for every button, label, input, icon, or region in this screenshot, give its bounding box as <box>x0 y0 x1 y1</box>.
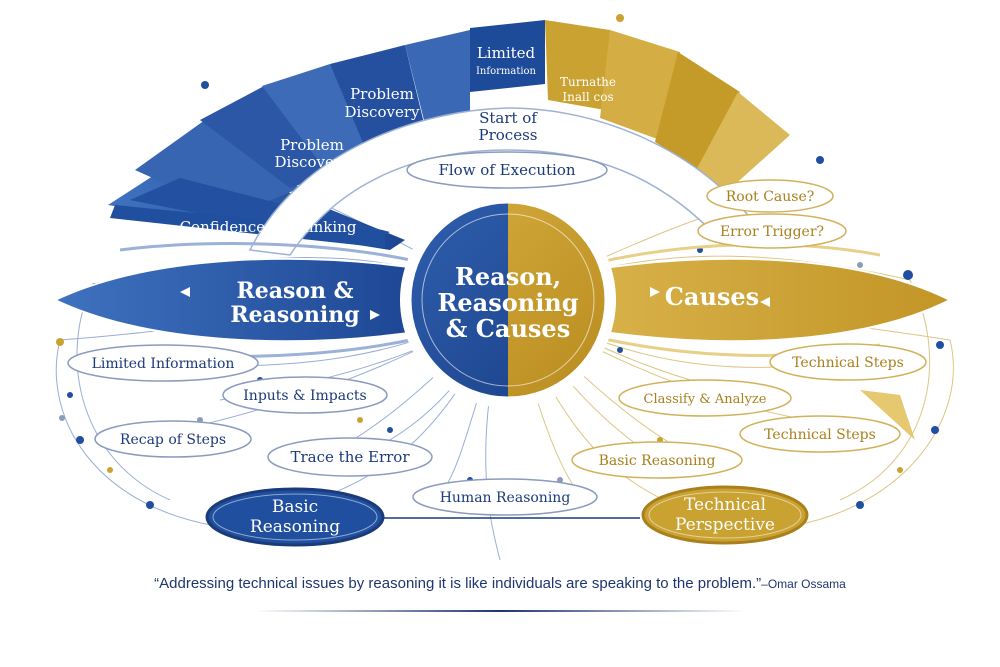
problem-discovery-1-line2: Discovery <box>275 153 350 171</box>
top-arc-gold <box>545 20 790 198</box>
problem-discovery-2-line2: Discovery <box>345 103 420 121</box>
left-wing-label-line2: Reasoning <box>230 302 359 328</box>
problem-discovery-1-line1: Problem <box>280 136 344 154</box>
bubble-technical-steps-2: Technical Steps <box>739 415 901 453</box>
bubble-technical-steps-1: Technical Steps <box>769 343 927 381</box>
root-cause-label: Root Cause? <box>726 189 815 205</box>
left-wing-label-line1: Reason & <box>236 278 353 304</box>
arrow-marks <box>180 287 770 320</box>
start-of-process-line2: Process <box>479 126 538 144</box>
recap-of-steps-label: Recap of Steps <box>120 432 226 448</box>
limited-information-label: Limited Information <box>92 356 235 372</box>
center-title-line2: Reasoning <box>437 288 578 317</box>
bubble-flow-of-execution: Flow of Execution <box>406 151 608 189</box>
right-arc-label-line1: Turnathe <box>560 75 616 89</box>
start-of-process-line1: Start of <box>479 109 538 127</box>
human-reasoning-label: Human Reasoning <box>440 490 571 506</box>
center-title-line3: & Causes <box>446 314 570 343</box>
inputs-impacts-label: Inputs & Impacts <box>243 388 366 404</box>
quote-text: “Addressing technical issues by reasonin… <box>154 575 762 592</box>
error-trigger-label: Error Trigger? <box>720 224 824 240</box>
limited-information-top-line2: Information <box>476 66 537 77</box>
bubble-limited-information: Limited Information <box>67 344 259 382</box>
trace-the-error-label: Trace the Error <box>291 448 411 466</box>
classify-analyze-label: Classify & Analyze <box>644 392 767 407</box>
bubble-root-cause: Root Cause? <box>706 179 834 213</box>
center-title-line1: Reason, <box>455 262 561 291</box>
quote: “Addressing technical issues by reasonin… <box>0 575 1000 592</box>
basic-reasoning-right-label: Basic Reasoning <box>599 453 716 469</box>
bubble-recap-of-steps: Recap of Steps <box>94 420 252 458</box>
technical-perspective-line2: Perspective <box>675 515 775 535</box>
quote-underline <box>255 610 745 612</box>
problem-discovery-2-line1: Problem <box>350 85 414 103</box>
bubble-trace-the-error: Trace the Error <box>267 437 433 477</box>
basic-reasoning-line1: Basic <box>272 497 318 517</box>
right-arc-label-line2: Inall cos <box>562 90 613 104</box>
technical-steps-2-label: Technical Steps <box>764 427 876 443</box>
technical-perspective-line1: Technical <box>684 495 766 515</box>
badge-basic-reasoning: Basic Reasoning <box>205 487 385 547</box>
center-hub <box>400 192 616 408</box>
bubble-human-reasoning: Human Reasoning <box>412 478 598 516</box>
bubble-error-trigger: Error Trigger? <box>697 213 847 249</box>
flow-of-execution-label: Flow of Execution <box>438 161 575 179</box>
right-wing-label: Causes <box>665 282 759 311</box>
bubble-inputs-impacts: Inputs & Impacts <box>222 376 388 414</box>
technical-steps-1-label: Technical Steps <box>792 355 904 371</box>
confidence-label: Confidence in Thinking <box>180 218 357 236</box>
badge-technical-perspective: Technical Perspective <box>641 485 809 545</box>
basic-reasoning-line2: Reasoning <box>250 517 340 537</box>
quote-author: –Omar Ossama <box>761 577 846 591</box>
limited-information-top-line1: Limited <box>477 44 536 62</box>
bubble-basic-reasoning-right: Basic Reasoning <box>571 441 743 479</box>
bubble-classify-analyze: Classify & Analyze <box>618 379 792 417</box>
